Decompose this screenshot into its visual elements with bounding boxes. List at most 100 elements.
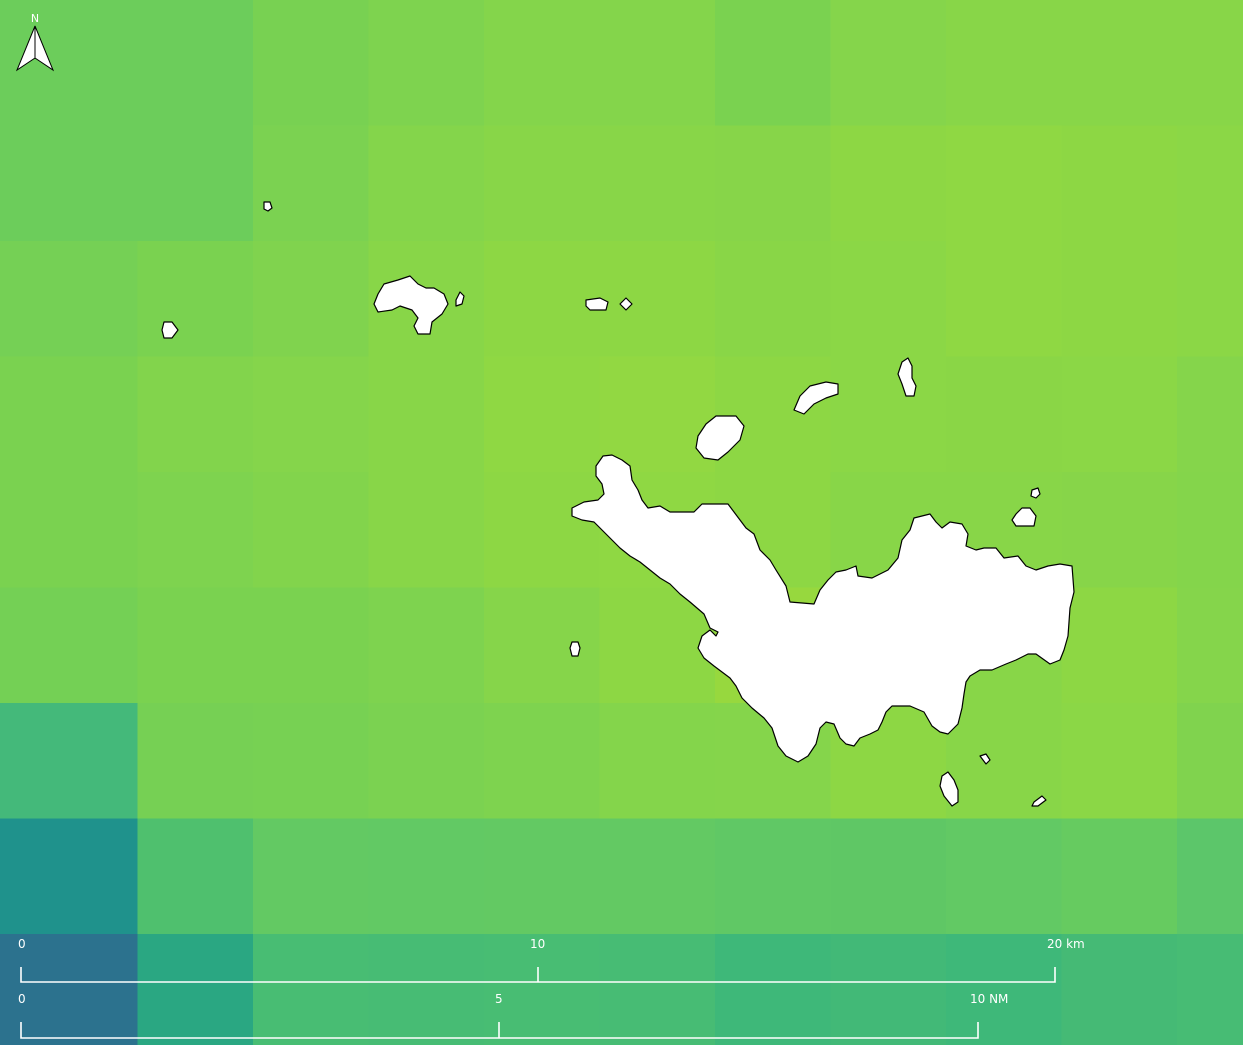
raster-cell bbox=[1177, 0, 1243, 126]
raster-cell bbox=[1177, 125, 1243, 242]
scale-bar-km-line bbox=[20, 967, 1056, 983]
scale-km-tick-10: 10 bbox=[530, 937, 545, 951]
raster-cell bbox=[137, 472, 254, 588]
raster-cell bbox=[0, 703, 138, 819]
raster-cell bbox=[0, 125, 138, 242]
raster-cell bbox=[715, 241, 831, 357]
scale-nm-tick-0: 0 bbox=[18, 992, 26, 1006]
raster-cell bbox=[1061, 703, 1178, 819]
raster-cell bbox=[0, 472, 138, 588]
raster-cell bbox=[0, 587, 138, 704]
islet-575[interactable] bbox=[569, 641, 581, 657]
islet-983[interactable] bbox=[979, 753, 991, 765]
islet-1035[interactable] bbox=[1030, 487, 1041, 499]
raster-cell bbox=[137, 356, 254, 473]
scale-nm-tick-5: 5 bbox=[495, 992, 503, 1006]
raster-cell bbox=[368, 125, 485, 242]
raster-cell bbox=[946, 241, 1062, 357]
raster-cell bbox=[715, 125, 831, 242]
raster-cell bbox=[253, 241, 369, 357]
raster-cell bbox=[830, 0, 947, 126]
raster-cell bbox=[0, 356, 138, 473]
islet-812[interactable] bbox=[793, 381, 839, 415]
raster-cell bbox=[137, 934, 254, 1045]
islet-596[interactable] bbox=[585, 297, 609, 311]
islet-168[interactable] bbox=[161, 321, 179, 339]
raster-cell bbox=[484, 0, 600, 126]
raster-cell bbox=[484, 356, 600, 473]
raster-cell bbox=[599, 356, 716, 473]
raster-cell bbox=[830, 125, 947, 242]
scale-km-tick-0: 0 bbox=[18, 937, 26, 951]
raster-cell bbox=[253, 818, 369, 935]
raster-cell bbox=[137, 818, 254, 935]
raster-cell bbox=[137, 703, 254, 819]
raster-cell bbox=[1061, 356, 1178, 473]
raster-cell bbox=[1061, 587, 1178, 704]
raster-cell bbox=[830, 818, 947, 935]
raster-cell bbox=[830, 934, 947, 1045]
raster-cell bbox=[137, 241, 254, 357]
raster-cell bbox=[1177, 472, 1243, 588]
scale-km-tick-20: 20 km bbox=[1047, 937, 1085, 951]
raster-cell bbox=[368, 0, 485, 126]
raster-cell bbox=[1177, 356, 1243, 473]
raster-cell bbox=[1177, 241, 1243, 357]
raster-cell bbox=[368, 472, 485, 588]
raster-cell bbox=[484, 703, 600, 819]
raster-cell bbox=[1177, 934, 1243, 1045]
raster-cell bbox=[599, 0, 716, 126]
raster-cell bbox=[137, 0, 254, 126]
raster-cell bbox=[484, 472, 600, 588]
raster-cell bbox=[484, 125, 600, 242]
islet-950[interactable] bbox=[939, 771, 959, 807]
raster-cell bbox=[368, 818, 485, 935]
raster-cell bbox=[946, 934, 1062, 1045]
raster-cell bbox=[484, 934, 600, 1045]
raster-cell bbox=[599, 241, 716, 357]
raster-cell bbox=[1177, 703, 1243, 819]
raster-cell bbox=[253, 472, 369, 588]
northwest-island[interactable] bbox=[373, 275, 449, 335]
main-island[interactable] bbox=[571, 454, 1075, 763]
raster-cell bbox=[1061, 472, 1178, 588]
raster-cell bbox=[1177, 587, 1243, 704]
raster-cell bbox=[599, 703, 716, 819]
scale-bar-nm: 0 5 10 NM bbox=[18, 992, 1008, 1039]
scale-bar-km: 0 10 20 km bbox=[18, 937, 1085, 983]
raster-cell bbox=[599, 125, 716, 242]
raster-cell bbox=[1061, 125, 1178, 242]
raster-cell bbox=[253, 0, 369, 126]
raster-cell bbox=[715, 356, 831, 473]
raster-cell bbox=[253, 703, 369, 819]
islet-906[interactable] bbox=[897, 357, 917, 397]
raster-cell bbox=[484, 818, 600, 935]
raster-cell bbox=[715, 934, 831, 1045]
raster-cell bbox=[946, 356, 1062, 473]
raster-cell bbox=[0, 934, 138, 1045]
raster-cell bbox=[253, 125, 369, 242]
raster-cell bbox=[1061, 818, 1178, 935]
raster-cell bbox=[946, 818, 1062, 935]
raster-cell bbox=[1061, 934, 1178, 1045]
raster-cell bbox=[0, 241, 138, 357]
raster-cell bbox=[1061, 0, 1178, 126]
raster-cell bbox=[599, 934, 716, 1045]
islet-626[interactable] bbox=[619, 297, 633, 311]
oval-island[interactable] bbox=[695, 415, 745, 461]
raster-cell bbox=[1061, 241, 1178, 357]
scale-bar-nm-line bbox=[20, 1022, 979, 1039]
raster-cell bbox=[368, 934, 485, 1045]
islet-1040[interactable] bbox=[1031, 795, 1047, 807]
raster-cell bbox=[484, 587, 600, 704]
north-arrow-letter: N bbox=[31, 12, 39, 25]
islet-1024[interactable] bbox=[1011, 507, 1037, 527]
islet-268[interactable] bbox=[263, 201, 273, 212]
raster-cell bbox=[137, 125, 254, 242]
raster-cell bbox=[368, 356, 485, 473]
islet-458[interactable] bbox=[455, 291, 465, 307]
raster-cell bbox=[599, 818, 716, 935]
raster-cell bbox=[368, 587, 485, 704]
